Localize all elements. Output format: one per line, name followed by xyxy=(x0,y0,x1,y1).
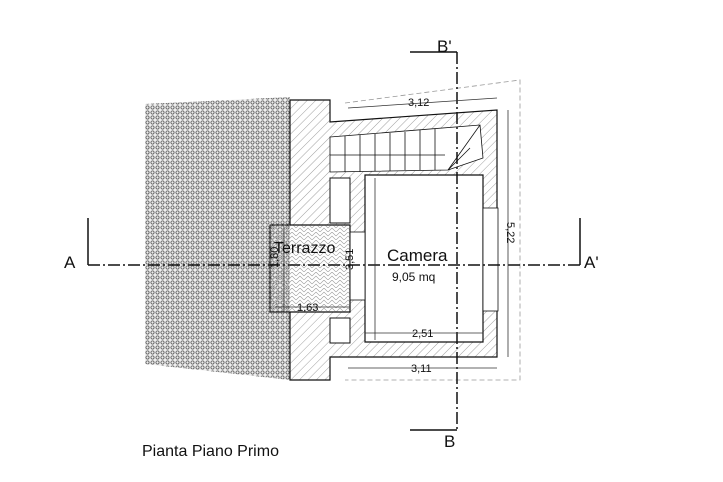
terrace-label: Terrazzo xyxy=(274,240,335,257)
room-area: 9,05 mq xyxy=(392,270,435,284)
dim-bottom: 3,11 xyxy=(411,363,432,375)
window-right xyxy=(482,207,499,312)
dim-room-width: 2,51 xyxy=(412,328,433,340)
plan-title: Pianta Piano Primo xyxy=(142,443,279,460)
dim-right: 5,22 xyxy=(504,222,516,243)
roof-tiles xyxy=(145,97,290,380)
section-label-b: B xyxy=(444,432,455,451)
terrace xyxy=(269,224,351,313)
dim-room-height: 3,51 xyxy=(344,249,356,270)
dim-terrace-height: 1,80 xyxy=(269,247,281,268)
room-label: Camera xyxy=(387,246,448,265)
section-lines xyxy=(88,52,580,430)
dim-terrace-width: 1,63 xyxy=(297,302,318,314)
roof-outline xyxy=(344,79,521,381)
pillar-2 xyxy=(329,317,351,344)
pillar-1 xyxy=(329,177,351,224)
dimension-lines xyxy=(275,97,509,369)
dim-top: 3,12 xyxy=(408,97,429,109)
section-label-a: A xyxy=(64,253,76,272)
section-label-a-prime: A' xyxy=(584,253,599,272)
staircase xyxy=(329,124,484,173)
section-label-b-prime: B' xyxy=(437,37,452,56)
